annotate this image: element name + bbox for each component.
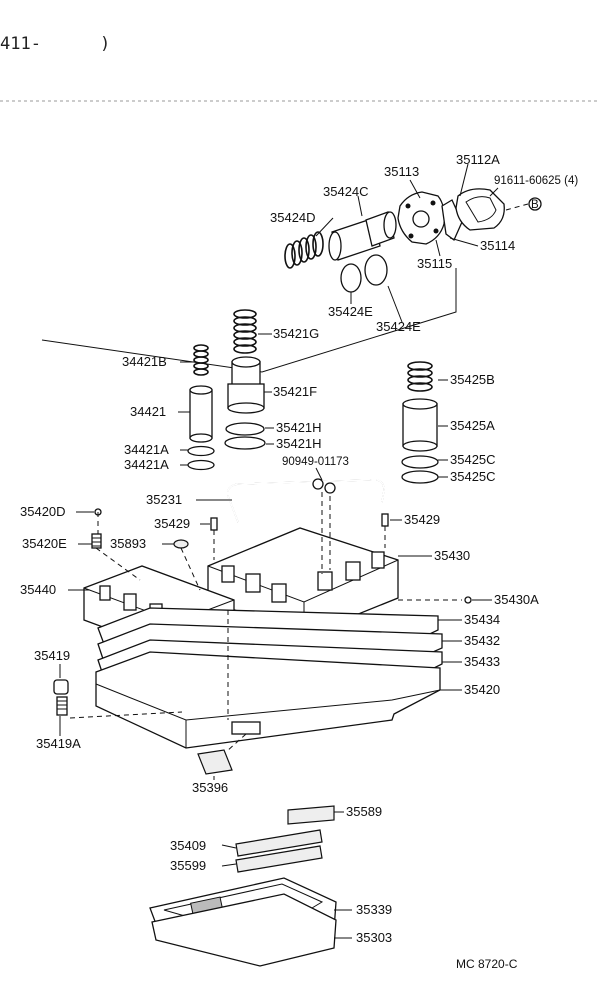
gasket-35303 — [151, 893, 337, 967]
plate-35112A — [455, 188, 505, 231]
strainer-35396 — [197, 749, 233, 775]
label-b: B — [531, 199, 539, 211]
header-code: 411- — [0, 34, 41, 54]
tube-35231 — [227, 479, 385, 523]
bolt-line — [505, 203, 529, 211]
label-35303: 35303 — [356, 930, 392, 945]
label-35893: 35893 — [110, 536, 146, 551]
dash-35419 — [69, 711, 183, 719]
label-35429-right: 35429 — [404, 512, 440, 527]
label-35425C-a: 35425C — [450, 452, 496, 467]
label-35424E-a: 35424E — [328, 304, 373, 319]
bracket-line — [41, 268, 457, 373]
oring-35425C-b — [401, 470, 439, 484]
label-35589: 35589 — [346, 804, 382, 819]
label-35425A: 35425A — [450, 418, 495, 433]
piston-35425A — [402, 398, 438, 452]
gasket-35114 — [441, 199, 463, 242]
piston-34421 — [189, 385, 213, 443]
spring-35425B — [407, 361, 433, 392]
label-35599: 35599 — [170, 858, 206, 873]
label-35424D: 35424D — [270, 210, 316, 225]
label-34421A-b: 34421A — [124, 457, 169, 472]
label-35421G: 35421G — [273, 326, 319, 341]
cover-35113 — [397, 191, 446, 245]
spring-35421G — [233, 309, 257, 354]
bolt-90949 — [312, 478, 336, 494]
label-35440: 35440 — [20, 582, 56, 597]
alignment-lines — [95, 492, 462, 753]
header-paren: ) — [100, 34, 110, 54]
leader-lines — [59, 163, 499, 939]
label-90949-01173: 90949-01173 — [282, 456, 349, 468]
check-35893 — [173, 539, 189, 549]
plate-35599 — [235, 845, 323, 873]
label-35421F: 35421F — [273, 384, 317, 399]
label-35424C: 35424C — [323, 184, 369, 199]
label-35419A: 35419A — [36, 736, 81, 751]
label-35420: 35420 — [464, 682, 500, 697]
orings-35424E — [340, 254, 388, 293]
label-35112A: 35112A — [456, 152, 500, 167]
spring-34421B — [193, 344, 209, 376]
label-35424E-b: 35424E — [376, 319, 421, 334]
label-35231: 35231 — [146, 492, 182, 507]
oring-34421A-b — [187, 459, 215, 471]
label-35433: 35433 — [464, 654, 500, 669]
piston-35421F — [227, 356, 265, 414]
label-35429-left: 35429 — [154, 516, 190, 531]
pin-35429-left — [210, 517, 218, 531]
label-35339: 35339 — [356, 902, 392, 917]
label-35409: 35409 — [170, 838, 206, 853]
oring-34421A-a — [187, 445, 215, 457]
label-35113: 35113 — [384, 164, 419, 179]
label-34421B: 34421B — [122, 354, 167, 369]
label-34421: 34421 — [130, 404, 166, 419]
plate-35409 — [235, 829, 323, 857]
label-35430: 35430 — [434, 548, 470, 563]
label-35425B: 35425B — [450, 372, 495, 387]
label-35115: 35115 — [417, 256, 452, 271]
bolt-b-marker — [528, 197, 542, 211]
label-35434: 35434 — [464, 612, 500, 627]
spring-35419A — [56, 696, 68, 716]
label-35430A: 35430A — [494, 592, 539, 607]
label-91611-60625: 91611-60625 (4) — [494, 175, 578, 187]
spring-35424D — [284, 231, 324, 269]
plate-35589 — [287, 805, 335, 825]
spring-35420E — [91, 533, 102, 549]
label-35419: 35419 — [34, 648, 70, 663]
label-35114: 35114 — [480, 238, 515, 253]
plug-35419 — [53, 679, 69, 695]
piston-35424C — [328, 211, 397, 261]
label-35421H-b: 35421H — [276, 436, 322, 451]
label-34421A-a: 34421A — [124, 442, 169, 457]
oring-35421H-a — [225, 422, 265, 436]
pin-35429-right — [381, 513, 389, 527]
label-35396: 35396 — [192, 780, 228, 795]
label-35420E: 35420E — [22, 536, 67, 551]
oring-35425C-a — [401, 455, 439, 469]
label-35420D: 35420D — [20, 504, 66, 519]
callout-labels: 35113 35112A 91611-60625 (4) 35424C 3542… — [20, 152, 578, 945]
oring-35421H-b — [224, 436, 266, 450]
label-35432: 35432 — [464, 633, 500, 648]
diagram-reference: MC 8720-C — [456, 957, 518, 971]
label-35421H-a: 35421H — [276, 420, 322, 435]
lower-body-35420 — [95, 651, 441, 749]
label-35425C-b: 35425C — [450, 469, 496, 484]
